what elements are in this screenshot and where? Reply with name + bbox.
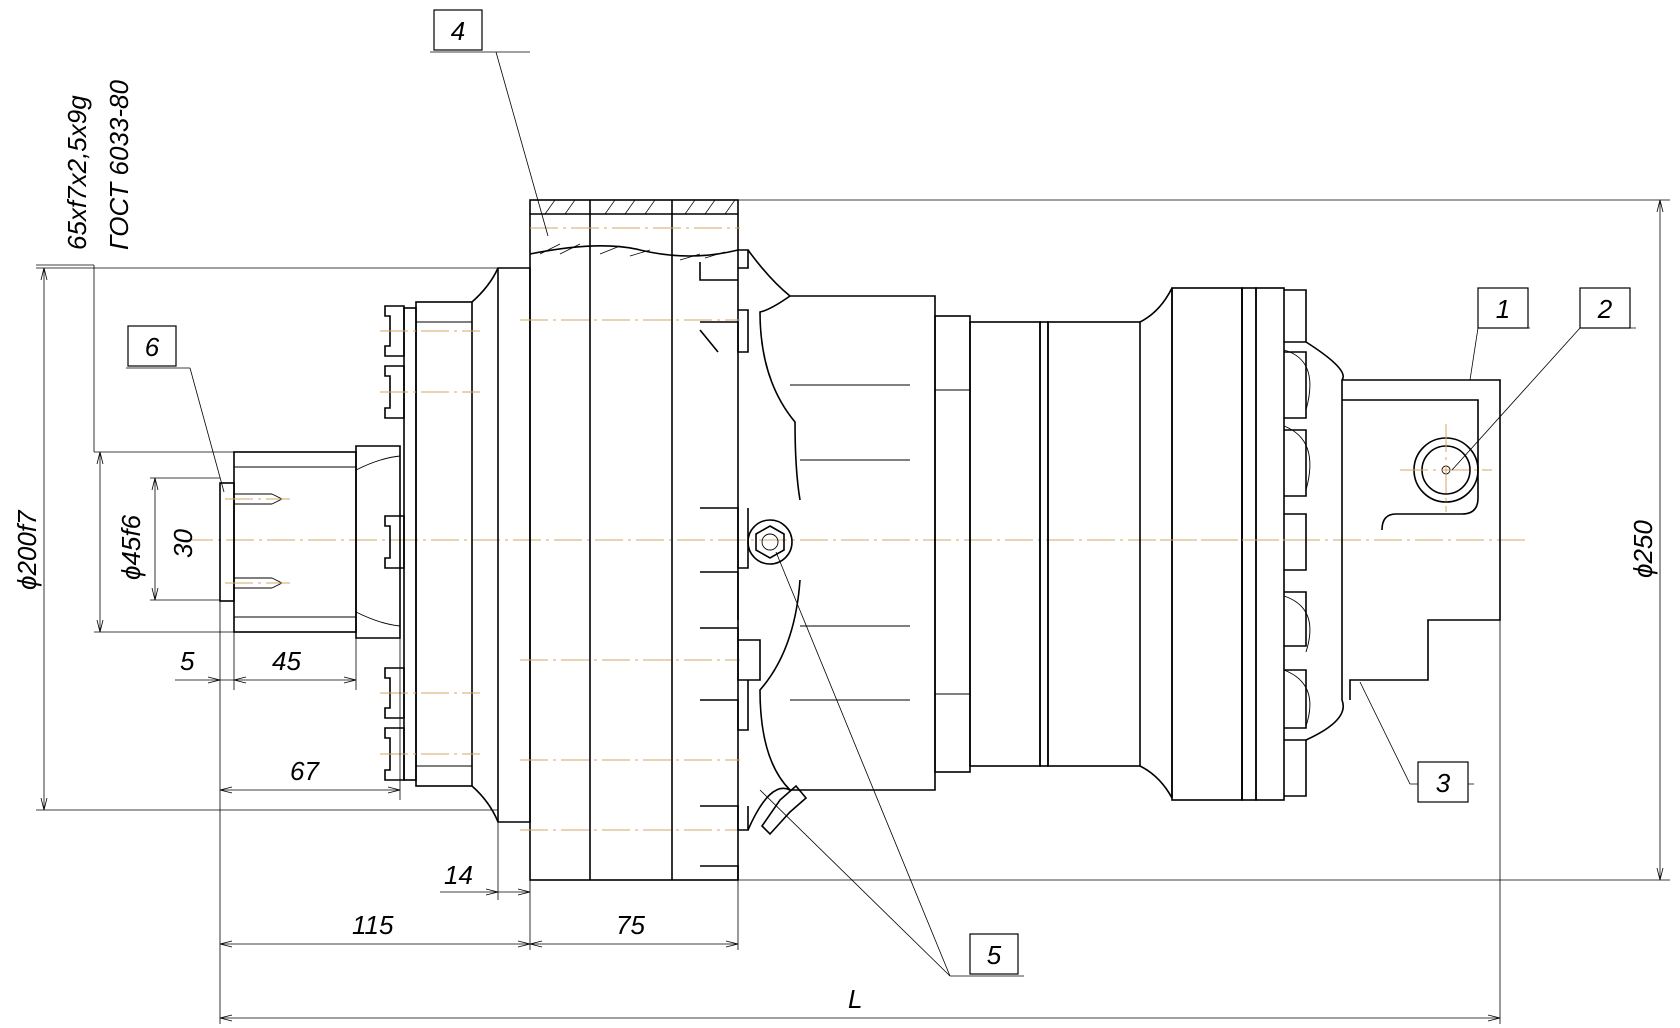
- svg-text:1: 1: [1496, 294, 1510, 324]
- svg-text:5: 5: [987, 940, 1002, 970]
- dim-shaft-to-flange: 67: [290, 756, 320, 786]
- distributor-body: [747, 249, 936, 836]
- bolt-heads: [384, 305, 405, 781]
- svg-text:4: 4: [451, 16, 465, 46]
- callout-1: 1: [1477, 287, 1529, 329]
- dim-shaft-length: 45: [272, 646, 301, 676]
- front-flange: [380, 267, 531, 823]
- callout-4: 4: [433, 9, 483, 51]
- callout-5: 5: [969, 933, 1019, 975]
- housing-teeth: [699, 249, 761, 880]
- rear-flange: [1160, 287, 1300, 801]
- main-housing: [520, 199, 740, 881]
- drain-plug: [747, 519, 793, 565]
- dim-to-housing: 115: [352, 910, 394, 940]
- dim-flange-thickness: 14: [444, 860, 473, 890]
- dim-d-body: ϕ250: [1628, 520, 1658, 578]
- body-sections: [934, 287, 1173, 799]
- svg-text:2: 2: [1597, 294, 1613, 324]
- dimension-lines: [36, 199, 1670, 1024]
- callout-3: 3: [1417, 761, 1469, 803]
- dim-d-flange: ϕ200f7: [12, 509, 42, 590]
- dim-d-shaft: ϕ45f6: [116, 514, 146, 580]
- spline-standard-label: ГОСТ 6033-80: [104, 80, 134, 250]
- svg-text:3: 3: [1436, 768, 1451, 798]
- output-shaft: [219, 445, 401, 639]
- section-hatching: [539, 199, 736, 261]
- port-block: [1342, 379, 1501, 700]
- dim-housing-width: 75: [616, 910, 645, 940]
- dim-shaft-step: 5: [180, 646, 195, 676]
- callout-2: 2: [1579, 287, 1631, 329]
- svg-text:6: 6: [145, 332, 160, 362]
- dim-total-length: L: [848, 984, 862, 1014]
- callout-6: 6: [127, 325, 177, 367]
- dim-bolt-spacing: 30: [168, 529, 198, 558]
- spline-spec-label: 65xf7x2,5x9g: [62, 95, 92, 250]
- rear-bolts: [1283, 289, 1344, 797]
